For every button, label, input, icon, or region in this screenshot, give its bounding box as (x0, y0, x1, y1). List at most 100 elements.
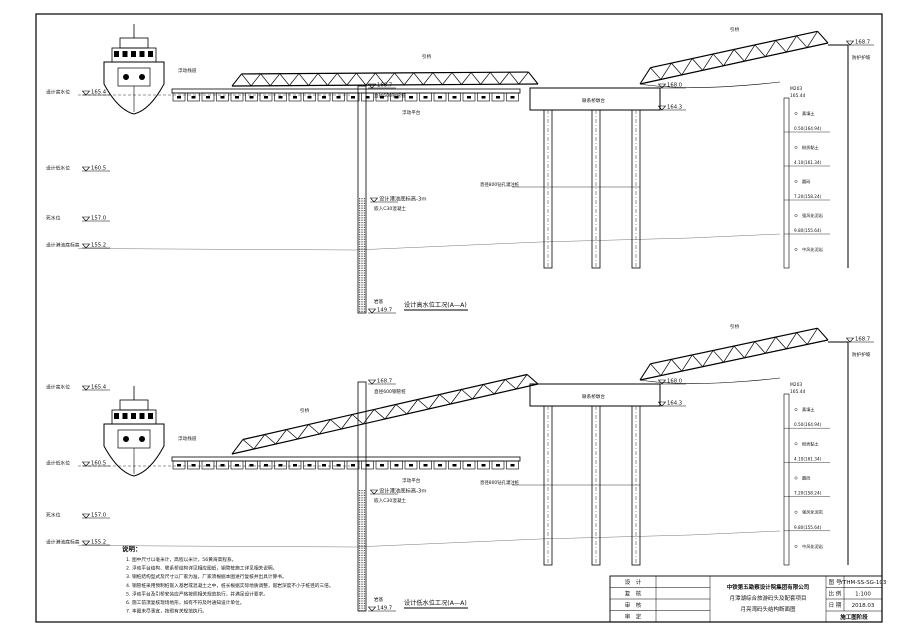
float-platform-float-mark (380, 464, 384, 467)
vessel-window (131, 51, 136, 57)
vessel-fender (139, 436, 145, 442)
float-platform-float-mark (452, 464, 457, 467)
vessel-window (139, 51, 145, 57)
below-bed-mark-value: 设计港池底标高-3m (379, 487, 427, 495)
gangway-truss-end (231, 73, 242, 87)
borehole-layer-name: 圆砾 (802, 178, 810, 185)
shore-top-mark-value: 168.7 (855, 40, 870, 46)
pile-hatch (359, 306, 361, 308)
float-platform-float-mark (394, 464, 399, 467)
gangway-truss-web (432, 72, 443, 85)
gangway-truss-web (275, 429, 287, 445)
pile-hatch (361, 494, 363, 496)
pile-hatch (361, 296, 363, 298)
float-platform-float-mark (481, 96, 486, 99)
pile-hatch (363, 207, 365, 209)
float-platform-float (506, 460, 519, 470)
pile-hatch (359, 224, 361, 226)
pile-hatch (361, 274, 363, 276)
pile-hatch (361, 590, 363, 592)
pile-hatch (359, 557, 361, 559)
pile-hatch (361, 258, 363, 260)
vessel-hull (103, 423, 165, 477)
borehole-depth: 0.50(164.94) (794, 126, 822, 131)
gangway-truss-web (279, 73, 290, 86)
pile-hatch (363, 253, 365, 255)
gangway-truss-web (480, 72, 491, 85)
pile-hatch (359, 600, 361, 602)
pile-hatch (363, 504, 365, 506)
design_low_water-mark-value: 160.5 (91, 166, 106, 172)
pile-hatch (359, 542, 361, 544)
pile-hatch (359, 296, 361, 298)
pile-hatch (363, 270, 365, 272)
approach-truss-web (754, 44, 766, 57)
pile-hatch (359, 526, 361, 528)
float-platform-deck (171, 88, 521, 94)
pile-hatch (361, 528, 363, 530)
pile-hatch (363, 214, 365, 216)
pile-hatch (361, 286, 363, 288)
gangway-truss-web (356, 72, 367, 86)
pile-hatch (361, 234, 363, 236)
pile-hatch (359, 559, 361, 561)
float-platform-float-mark (264, 96, 268, 99)
float-platform-float-mark (206, 464, 210, 467)
gangway-truss-web (253, 434, 266, 450)
pile-hatch (361, 282, 363, 284)
pile-hatch (359, 238, 361, 240)
pile-hatch (361, 602, 363, 604)
pile-hatch (359, 583, 361, 585)
approach-truss-web (660, 62, 672, 80)
gangway-label: 引桥 (300, 407, 310, 414)
pile-hatch (363, 516, 365, 518)
pile-hatch (363, 578, 365, 580)
float-platform-float (361, 92, 374, 102)
borehole-sample (794, 408, 798, 411)
pile-hatch (361, 490, 363, 492)
float-platform-float (346, 460, 360, 470)
float-platform-float-mark (278, 464, 283, 467)
gangway-truss-end (231, 439, 244, 455)
approach-truss-web (733, 345, 745, 359)
float-platform-float-mark (307, 96, 312, 99)
pile-hatch (359, 210, 361, 212)
pile-hatch (363, 200, 365, 202)
float-platform-float-mark (293, 96, 297, 99)
gangway-truss-web (241, 73, 252, 87)
date-value: 2018.03 (852, 603, 875, 609)
pile-hatch (359, 593, 361, 595)
borehole-elev: 165.44 (790, 389, 806, 395)
pile-hatch (359, 562, 361, 564)
deck-mark-triangle (657, 379, 667, 385)
pile-hatch (363, 231, 365, 233)
pile-hatch (361, 284, 363, 286)
pile-hatch (361, 593, 363, 595)
pile-hatch (361, 576, 363, 578)
gangway-truss-web (470, 72, 481, 85)
pile-hatch (359, 214, 361, 216)
pile-hatch (359, 303, 361, 305)
float-platform-float (172, 92, 186, 102)
gangway-truss-web (346, 72, 357, 86)
pile-hatch (359, 550, 361, 552)
pile-hatch (359, 255, 361, 257)
float-platform-float-mark (336, 96, 341, 99)
pile-hatch (361, 226, 363, 228)
pile-hatch (361, 583, 363, 585)
float-platform-float (303, 460, 316, 470)
pile-hatch (359, 229, 361, 231)
pile-hatch (361, 554, 363, 556)
gangway-truss-top-chord (242, 373, 528, 441)
pile-hatch (361, 550, 363, 552)
float-platform-float (274, 460, 287, 470)
pile-hatch (363, 243, 365, 245)
design_high_water-label: 设计高水位 (46, 89, 70, 96)
pile-hatch (363, 248, 365, 250)
gangway-truss-web (330, 419, 342, 430)
pile-hatch (359, 207, 361, 209)
pile-hatch (363, 533, 365, 535)
approach-truss-web (691, 58, 703, 71)
pile-hatch (359, 578, 361, 580)
